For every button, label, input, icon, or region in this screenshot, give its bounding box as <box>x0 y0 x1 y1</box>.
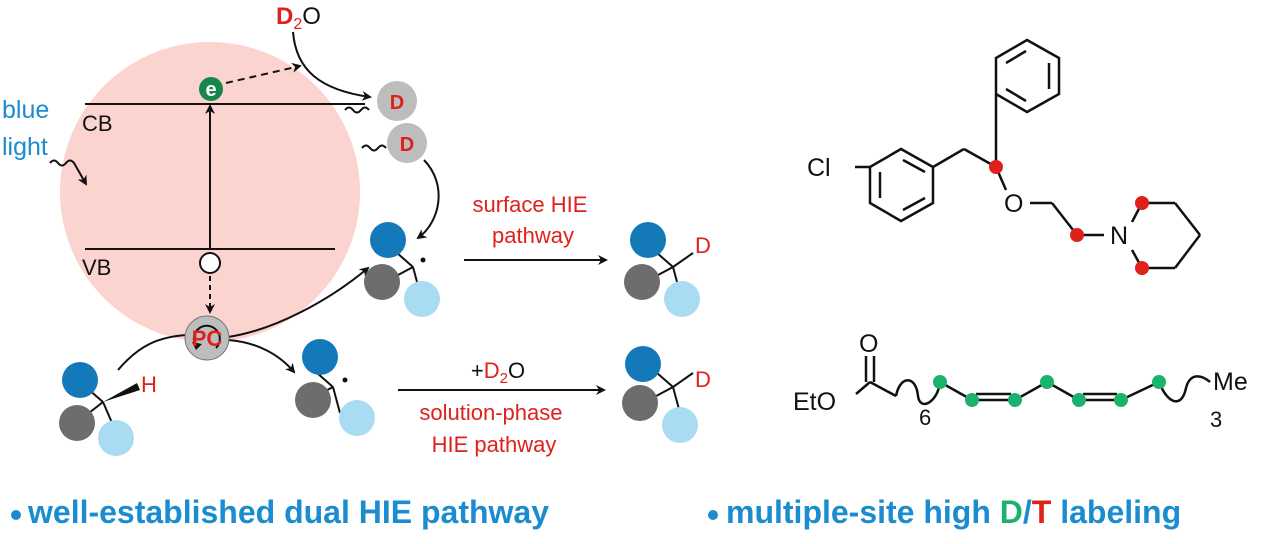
bottom-sub3-label: 3 <box>1210 407 1222 432</box>
solution-pathway-label: solution-phase HIE pathway <box>419 400 568 457</box>
solution-radical <box>295 339 375 436</box>
substrate-molecule <box>59 362 140 456</box>
footer-left-bullet <box>11 510 21 520</box>
surface-bond-wave-2 <box>361 144 387 152</box>
labeling-site-dot <box>1135 261 1149 275</box>
bottom-sub6-label: 6 <box>919 405 931 430</box>
labeling-site-dot <box>1114 393 1128 407</box>
electron-label: e <box>205 79 216 101</box>
bottom-o-label: O <box>859 330 878 358</box>
vb-label: VB <box>82 255 111 280</box>
bottom-me-label: Me <box>1213 368 1248 396</box>
labeling-site-dot <box>1072 393 1086 407</box>
labeling-site-dot <box>1135 196 1149 210</box>
d2o-curved-arrow <box>292 31 372 101</box>
surface-pathway-label: surface HIE pathway <box>472 192 593 248</box>
labeling-site-dot <box>1070 228 1084 242</box>
substrate-to-pc-arrow <box>117 334 187 371</box>
labeling-site-dot <box>933 375 947 389</box>
substrate-h-label: H <box>141 372 157 397</box>
surface-deuterium-1 <box>377 81 417 121</box>
bottom-eto-label: EtO <box>793 388 836 416</box>
solution-reagent-label: +D2O <box>471 358 525 387</box>
light-wave-arrow <box>49 159 87 186</box>
footer-right-text: multiple-site high D/T labeling <box>726 494 1181 530</box>
surface-radical <box>364 222 440 317</box>
blue-light-label: blue light <box>2 96 56 161</box>
surface-product <box>624 222 700 317</box>
d2o-reagent: D2O <box>276 3 321 33</box>
labeling-site-dot <box>965 393 979 407</box>
pc-to-solution-radical-arrow <box>227 339 296 374</box>
top-o-label: O <box>1004 190 1023 218</box>
surface-deuterium-2 <box>387 123 427 163</box>
electron-icon <box>199 77 223 101</box>
top-molecule-skeleton <box>855 38 1201 270</box>
pc-label: PC <box>192 326 223 351</box>
surface-d2-label: D <box>400 134 414 156</box>
deuterium-delivery-arrow <box>416 159 440 240</box>
pc-cycle-icon <box>192 324 221 349</box>
surface-product-d-label: D <box>695 233 711 258</box>
solution-product-d-label: D <box>695 367 711 392</box>
hole-icon <box>199 252 221 274</box>
top-n-label: N <box>1110 222 1128 250</box>
labeling-site-dot <box>1040 375 1054 389</box>
pc-to-surface-radical-arrow <box>227 266 370 338</box>
labeling-site-dot <box>989 160 1003 174</box>
top-cl-label: Cl <box>807 154 831 182</box>
labeling-site-dot <box>1008 393 1022 407</box>
surface-d1-label: D <box>390 92 404 114</box>
footer-left-text: well-established dual HIE pathway <box>27 494 549 530</box>
labeling-site-dot <box>1152 375 1166 389</box>
pc-cycle-arrowhead <box>192 342 202 350</box>
footer-right-bullet <box>708 510 718 520</box>
electron-transfer-arrow <box>225 62 302 84</box>
solution-product <box>622 346 698 443</box>
surface-bond-wave-1 <box>344 106 370 114</box>
cb-label: CB <box>82 111 113 136</box>
